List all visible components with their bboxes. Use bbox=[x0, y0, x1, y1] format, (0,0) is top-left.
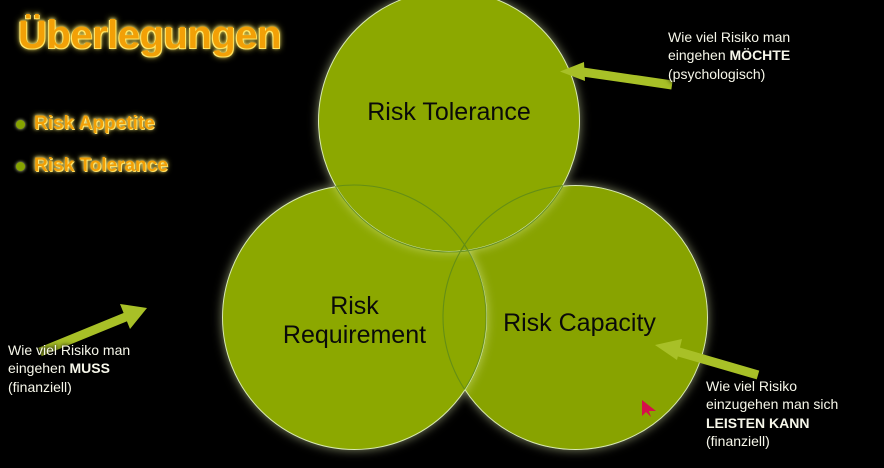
callout-line: (finanziell) bbox=[706, 433, 770, 450]
callout-line: eingehen MUSS bbox=[8, 359, 198, 377]
bullet-list: Risk Appetite Risk Tolerance bbox=[16, 108, 246, 192]
callout-risk-tolerance: Wie viel Risiko man eingehen MÖCHTE (psy… bbox=[668, 28, 878, 83]
callout-line: einzugehen man sich bbox=[706, 396, 839, 413]
venn-label-line-1: Risk bbox=[330, 291, 379, 320]
callout-risk-requirement: Wie viel Risiko man eingehen MUSS (finan… bbox=[8, 341, 198, 396]
callout-line-prefix: eingehen bbox=[668, 47, 730, 64]
venn-circle-label-risk-capacity: Risk Capacity bbox=[503, 309, 656, 338]
callout-line-prefix: eingehen bbox=[8, 360, 70, 377]
green-dot-bullet-icon bbox=[16, 161, 25, 171]
venn-label-line-2: Requirement bbox=[282, 320, 427, 349]
callout-emphasis: LEISTEN KANN bbox=[706, 414, 810, 431]
callout-line: eingehen MÖCHTE bbox=[668, 46, 878, 64]
callout-line: Wie viel Risiko man bbox=[668, 29, 791, 45]
callout-emphasis: MÖCHTE bbox=[729, 47, 791, 64]
bullet-label-risk-tolerance: Risk Tolerance bbox=[34, 155, 168, 176]
callout-emphasis: MUSS bbox=[69, 360, 110, 377]
callout-line: (psychologisch) bbox=[668, 65, 766, 82]
callout-line: Wie viel Risiko bbox=[706, 378, 798, 394]
callout-line: (finanziell) bbox=[8, 378, 72, 395]
green-dot-bullet-icon bbox=[16, 119, 25, 129]
callout-line: Wie viel Risiko man bbox=[8, 342, 131, 358]
list-item[interactable]: Risk Tolerance bbox=[16, 150, 246, 182]
venn-circle-label-risk-tolerance: Risk Tolerance bbox=[367, 97, 531, 126]
list-item[interactable]: Risk Appetite bbox=[16, 108, 246, 140]
venn-circle-risk-tolerance[interactable]: Risk Tolerance bbox=[318, 0, 580, 252]
bullet-label-risk-appetite: Risk Appetite bbox=[34, 113, 155, 134]
callout-line: LEISTEN KANN bbox=[706, 414, 884, 432]
venn-circle-label-risk-requirement: Risk Requirement bbox=[283, 292, 426, 350]
arrow-to-risk-tolerance bbox=[560, 62, 673, 90]
slide-title: Überlegungen bbox=[18, 13, 281, 57]
callout-risk-capacity: Wie viel Risiko einzugehen man sich LEIS… bbox=[706, 377, 884, 451]
red-arrow-mark-icon bbox=[642, 400, 656, 417]
